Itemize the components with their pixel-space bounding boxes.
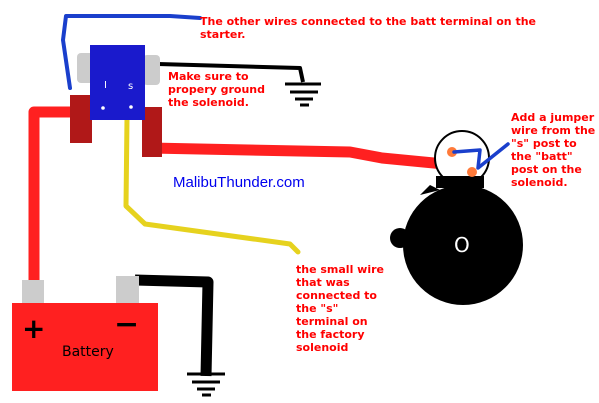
solenoid-right-mount-tab — [143, 55, 160, 85]
solenoid-right-terminal — [142, 107, 162, 157]
batt-terminal-note: The other wires connected to the batt te… — [200, 15, 536, 41]
blue-wire-top — [61, 14, 202, 90]
solenoid-post-s-label: s — [128, 81, 133, 92]
solenoid-ground-wire — [157, 62, 305, 83]
starter-motor-label: O — [454, 233, 470, 257]
battery-ground-symbol — [187, 372, 225, 397]
solenoid-left-terminal — [70, 95, 92, 143]
solenoid-post-i-label: I — [104, 80, 107, 91]
jumper-wire-note: Add a jumper wire from the "s" post to t… — [511, 111, 596, 189]
starter-mount — [420, 185, 440, 195]
ground-solenoid-note: Make sure to propery ground the solenoid… — [168, 70, 266, 109]
solenoid-ground-symbol — [285, 82, 321, 107]
site-watermark: MalibuThunder.com — [173, 174, 305, 191]
starter-motor-nub — [390, 228, 410, 248]
solenoid-post-s-dot — [129, 105, 133, 109]
battery-positive-cable — [28, 106, 72, 285]
small-signal-wire — [123, 115, 301, 255]
small-wire-note: the small wire that was connected to the… — [296, 263, 384, 354]
starter-cable — [144, 142, 471, 172]
starter-s-post — [447, 147, 457, 157]
starter-nose — [436, 176, 484, 188]
jumper-wire — [452, 142, 510, 170]
battery-negative-post — [116, 276, 139, 306]
starter-motor-body — [403, 185, 523, 305]
solenoid-post-i-dot — [101, 106, 105, 110]
starter-batt-post — [467, 167, 477, 177]
battery-label: Battery — [62, 344, 114, 360]
battery-negative-symbol: − — [114, 307, 139, 342]
battery-positive-symbol: + — [22, 312, 45, 345]
solenoid-body — [90, 45, 145, 120]
battery-positive-post — [22, 280, 44, 308]
battery-body — [12, 303, 158, 391]
battery-ground-cable — [134, 274, 214, 377]
